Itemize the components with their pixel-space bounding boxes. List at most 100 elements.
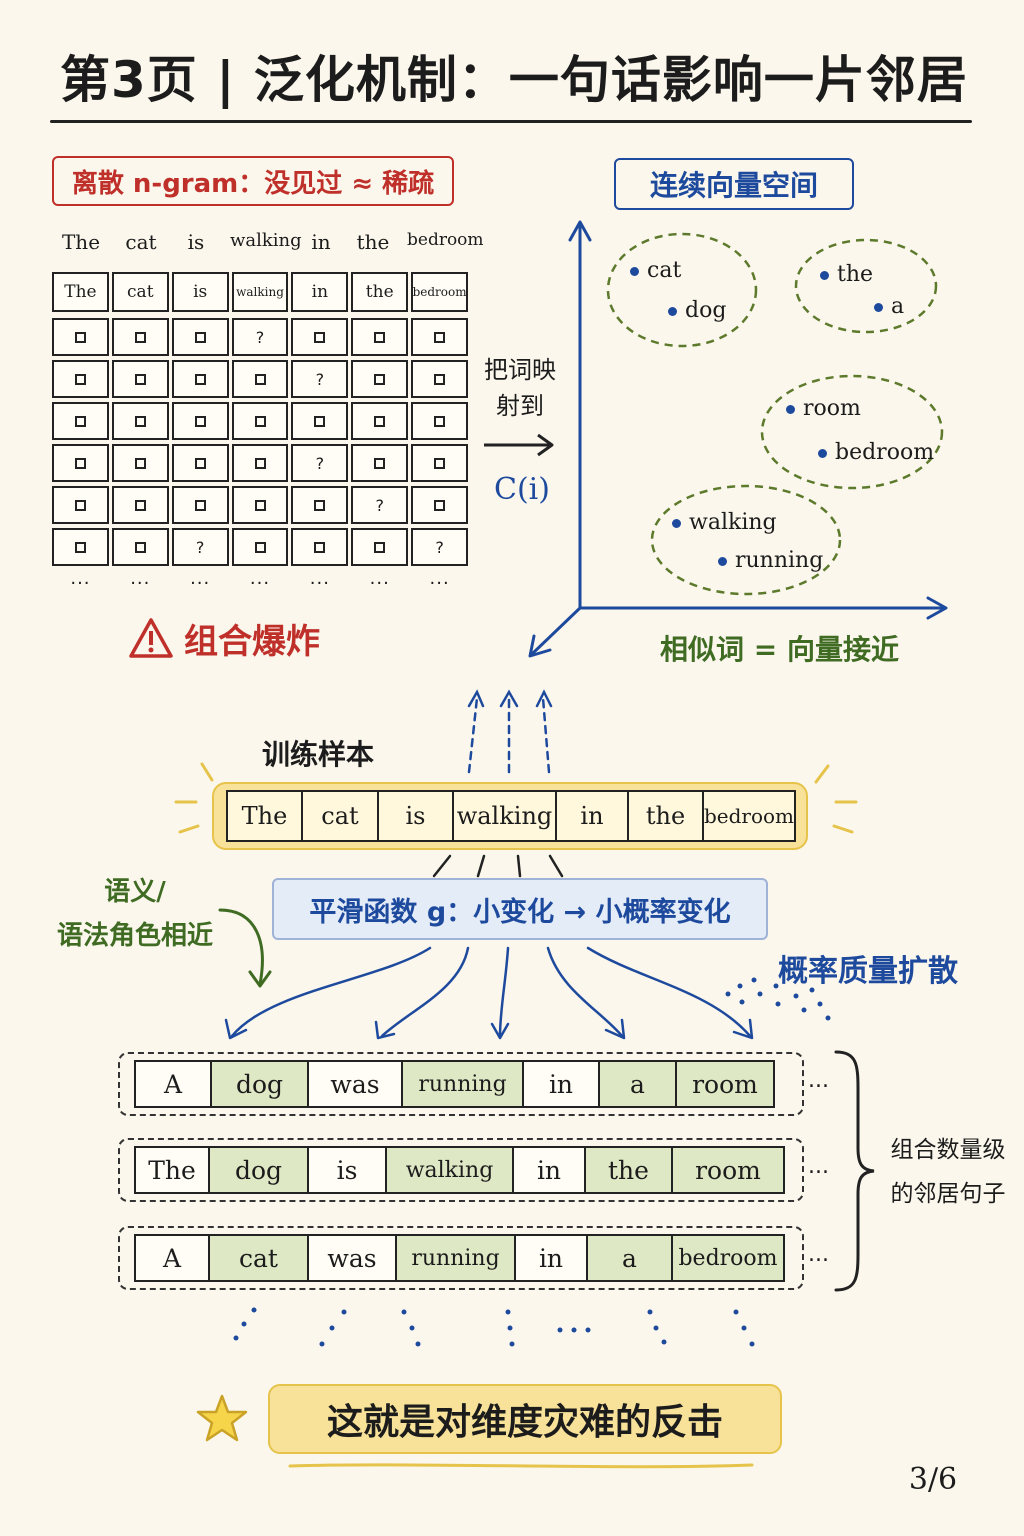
- grid-cell: [171, 318, 229, 356]
- neighbor-count-label: 组合数量级 的邻居句子: [878, 1128, 1018, 1216]
- conclusion-underline: [288, 1463, 754, 1469]
- warning-label: 组合爆炸: [184, 621, 320, 662]
- neighbor-ellipsis: ...: [808, 1068, 829, 1093]
- grid-header-cell: walking: [231, 272, 289, 312]
- empty-count-square: [314, 541, 326, 553]
- empty-count-square: [434, 499, 446, 511]
- empty-count-square: [74, 415, 86, 427]
- grid-ellipsis: ...: [369, 568, 390, 589]
- grid-cell: [411, 402, 469, 440]
- header-word: in: [311, 230, 331, 254]
- mapping-arrow-icon: [484, 433, 554, 457]
- header-word: the: [356, 230, 390, 254]
- spreading-arrows-icon: [224, 946, 754, 1040]
- neighbor-word: A: [134, 1234, 210, 1282]
- grid-ellipsis: ...: [309, 568, 330, 589]
- grid-ellipsis: ...: [130, 568, 151, 589]
- grid-body: ??????: [52, 318, 469, 566]
- neighbor-word: dog: [207, 1146, 310, 1194]
- grid-cell: [411, 486, 469, 524]
- grid-cell: [52, 318, 109, 356]
- grid-cell: [111, 402, 169, 440]
- combinatorial-warning: 组合爆炸: [128, 610, 368, 666]
- grid-cell: [231, 360, 289, 398]
- grid-ellipsis: ...: [249, 568, 271, 589]
- empty-count-square: [194, 415, 206, 427]
- neighbor-ellipsis: ...: [808, 1242, 829, 1267]
- neighbor-word: The: [134, 1146, 210, 1194]
- grid-cell: [52, 486, 109, 524]
- similarity-caption: 相似词 = 向量接近: [660, 633, 899, 666]
- grid-cell: ?: [291, 444, 349, 482]
- grid-cell: [111, 360, 169, 398]
- neighbor-word: a: [597, 1060, 678, 1108]
- neighbor-word: room: [671, 1146, 785, 1194]
- training-word: in: [555, 790, 629, 842]
- header-word: bedroom: [407, 230, 484, 250]
- neighbor-sentence-frame: [118, 1226, 804, 1290]
- semantic-note: 语义/ 语法角色相近: [40, 870, 230, 958]
- grid-cell: ?: [171, 528, 229, 566]
- grid-cell: [111, 486, 169, 524]
- warning-icon: [129, 618, 173, 658]
- training-word: cat: [300, 790, 380, 842]
- highlight-rays-icon: [174, 762, 858, 834]
- conclusion-box: 这就是对维度灾难的反击: [268, 1384, 782, 1454]
- grid-cell: [291, 528, 349, 566]
- star-icon: [196, 1394, 248, 1442]
- grid-row: ?: [52, 486, 469, 524]
- vector-word-cat: cat: [630, 258, 681, 283]
- neighbor-word: is: [307, 1146, 387, 1194]
- neighbor-word: bedroom: [671, 1234, 785, 1282]
- grid-cell: [351, 528, 409, 566]
- header-word: cat: [125, 230, 157, 254]
- curved-arrow-icon: [218, 908, 272, 988]
- ngram-heading: 离散 n-gram：没见过 ≈ 稀疏: [52, 156, 454, 206]
- embedding-function: C(i): [494, 472, 550, 507]
- ngram-header-words: The cat is walking in the bedroom: [52, 230, 484, 264]
- grid-header-cell: in: [291, 272, 349, 312]
- grid-cell: [52, 360, 109, 398]
- neighbor-word: the: [583, 1146, 674, 1194]
- grid-cell: [291, 318, 349, 356]
- neighbor-sentence-frame: [118, 1138, 804, 1202]
- neighbor-word: walking: [384, 1146, 515, 1194]
- empty-count-square: [434, 331, 446, 343]
- grid-ellipsis: ...: [190, 568, 211, 589]
- empty-count-square: [134, 457, 146, 469]
- grid-header-row: The cat is walking in the bedroom: [52, 272, 469, 312]
- training-word: walking: [451, 790, 558, 842]
- grid-cell: [111, 444, 169, 482]
- grid-cell: [411, 360, 469, 398]
- grid-header-cell: cat: [111, 272, 169, 312]
- training-word: is: [377, 790, 454, 842]
- empty-count-square: [74, 499, 86, 511]
- grid-row: ??: [52, 528, 469, 566]
- grid-cell: [111, 318, 169, 356]
- empty-count-square: [134, 415, 146, 427]
- empty-count-square: [194, 499, 206, 511]
- page-number: 3/6: [908, 1462, 958, 1497]
- grid-cell: ?: [411, 528, 469, 566]
- spread-dots-icon: [725, 977, 831, 1021]
- grid-cell: [171, 402, 229, 440]
- grid-cell: [111, 528, 169, 566]
- semantic-note-line2: 语法角色相近: [56, 921, 213, 951]
- empty-count-square: [374, 373, 386, 385]
- grid-cell: [351, 444, 409, 482]
- grid-cell: [171, 444, 229, 482]
- empty-count-square: [434, 415, 446, 427]
- empty-count-square: [194, 373, 206, 385]
- neighbor-count-line1: 组合数量级: [890, 1137, 1006, 1163]
- neighbor-word: a: [585, 1234, 674, 1282]
- grid-cell: [291, 402, 349, 440]
- empty-count-square: [434, 373, 446, 385]
- empty-count-square: [314, 499, 326, 511]
- header-word: is: [187, 230, 205, 254]
- probability-spread-label: 概率质量扩散: [778, 954, 958, 989]
- page-title: 第3页 | 泛化机制：一句话影响一片邻居: [60, 51, 968, 109]
- grid-cell: [411, 318, 469, 356]
- training-label: 训练样本: [262, 738, 375, 771]
